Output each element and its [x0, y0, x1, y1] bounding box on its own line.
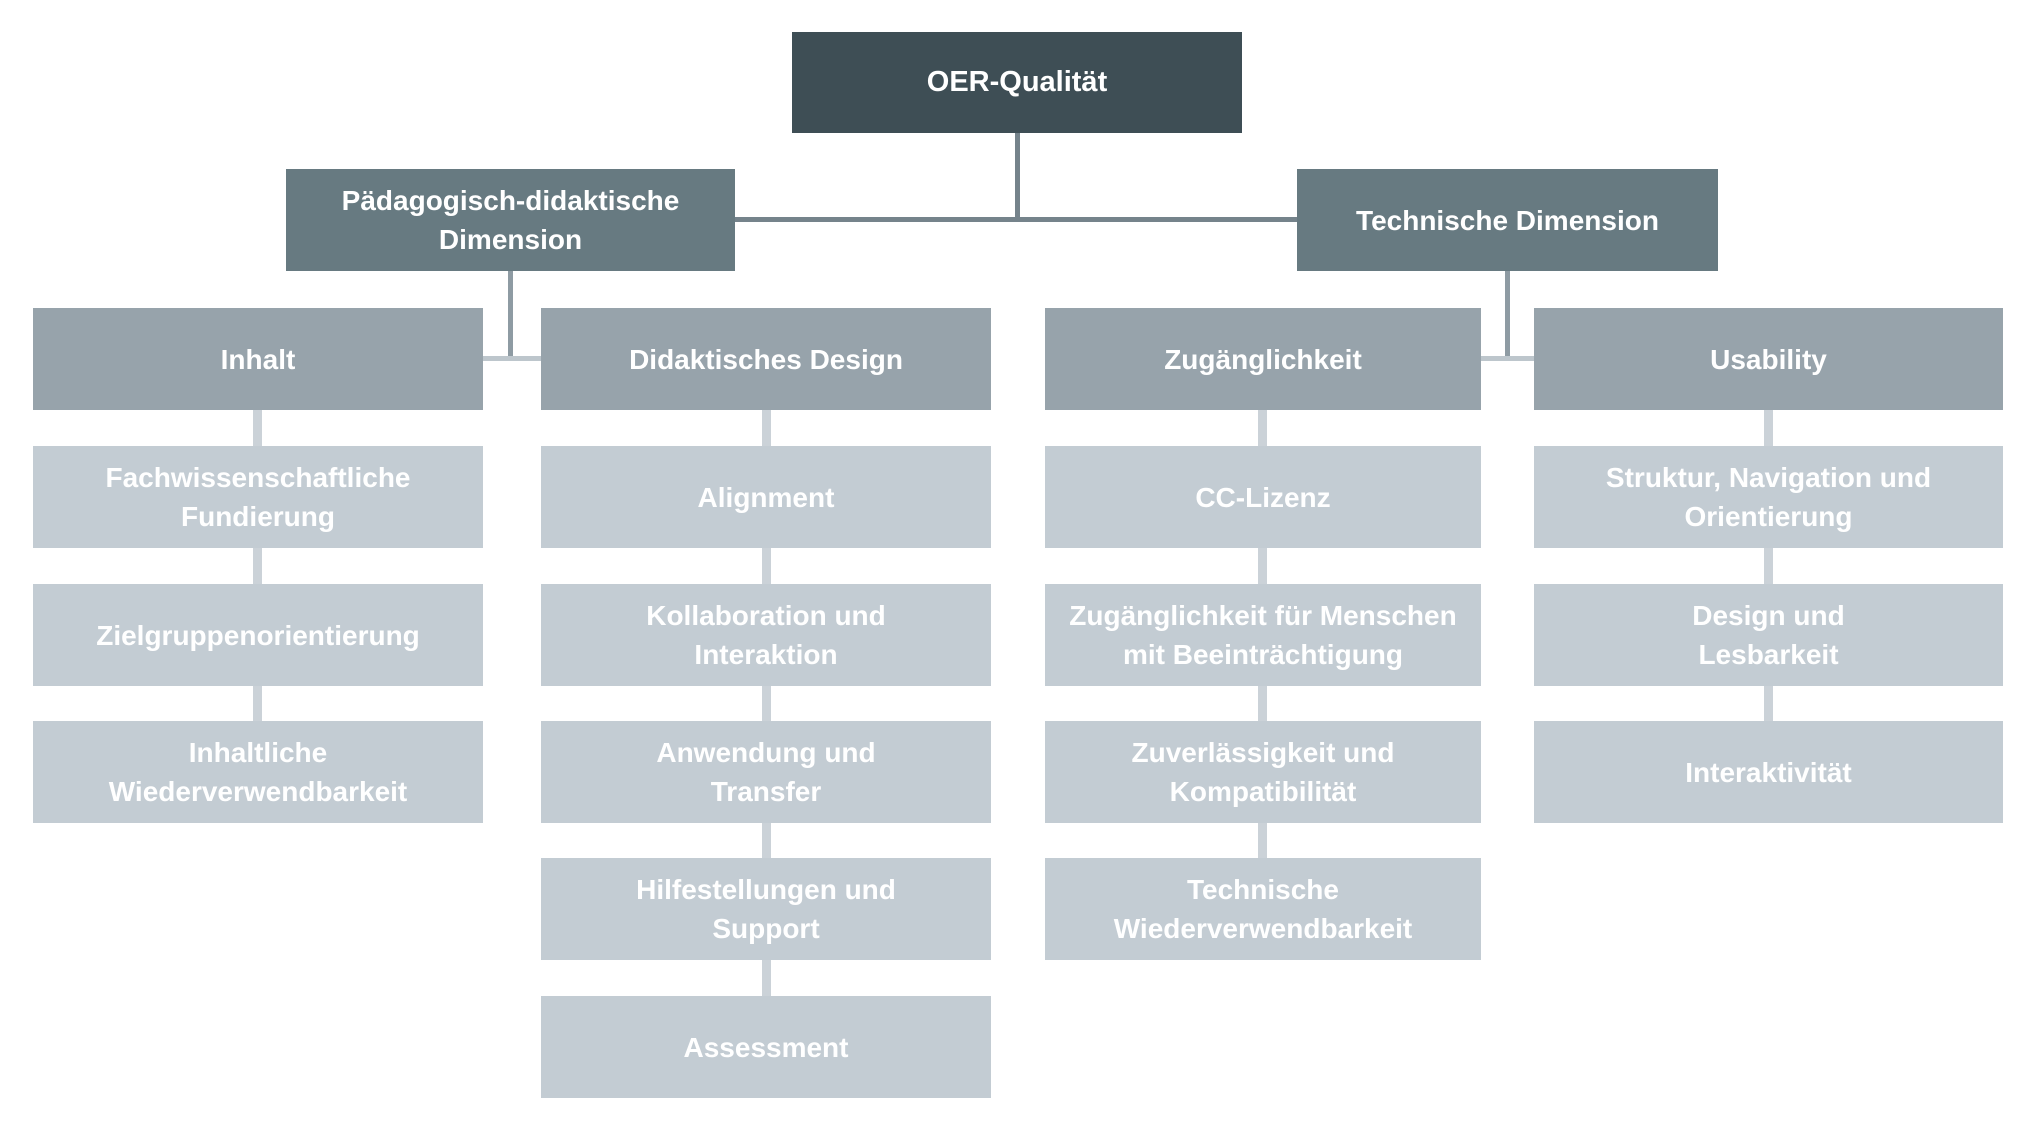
- connector-col0-seg2: [253, 686, 262, 721]
- connector-col0-seg1: [253, 548, 262, 584]
- box-zugaenglichkeit-fuer-menschen-mit-beeintraechtigung: Zugänglichkeit für Menschen mit Beeinträ…: [1045, 584, 1481, 686]
- box-inhaltliche-wiederverwendbarkeit: Inhaltliche Wiederverwendbarkeit: [33, 721, 483, 823]
- connector-col3-seg2: [1764, 686, 1773, 721]
- connector-col3-seg0: [1764, 410, 1773, 446]
- connector-col0-col1-link: [483, 356, 541, 361]
- connector-col1-seg4: [762, 960, 771, 996]
- box-zugaenglichkeit: Zugänglichkeit: [1045, 308, 1481, 410]
- box-assessment: Assessment: [541, 996, 991, 1098]
- connector-dimension1-drop: [508, 271, 513, 361]
- box-technische-wiederverwendbarkeit: Technische Wiederverwendbarkeit: [1045, 858, 1481, 960]
- connector-col2-seg2: [1258, 686, 1267, 721]
- connector-col2-seg1: [1258, 548, 1267, 584]
- connector-dimension2-drop: [1505, 271, 1510, 361]
- connector-col2-seg0: [1258, 410, 1267, 446]
- box-oer-qualitaet: OER-Qualität: [792, 32, 1242, 133]
- connector-root-crossbar: [735, 217, 1297, 222]
- box-alignment: Alignment: [541, 446, 991, 548]
- box-cc-lizenz: CC-Lizenz: [1045, 446, 1481, 548]
- connector-col2-col3-link: [1481, 356, 1534, 361]
- connector-col0-seg0: [253, 410, 262, 446]
- box-didaktisches-design: Didaktisches Design: [541, 308, 991, 410]
- box-design-und-lesbarkeit: Design und Lesbarkeit: [1534, 584, 2003, 686]
- connector-root-drop: [1015, 133, 1020, 222]
- box-paedagogisch-didaktische-dimension: Pädagogisch-didaktische Dimension: [286, 169, 735, 271]
- box-usability: Usability: [1534, 308, 2003, 410]
- connector-col1-seg1: [762, 548, 771, 584]
- connector-col1-seg0: [762, 410, 771, 446]
- box-kollaboration-und-interaktion: Kollaboration und Interaktion: [541, 584, 991, 686]
- box-inhalt: Inhalt: [33, 308, 483, 410]
- connector-col1-seg2: [762, 686, 771, 721]
- box-interaktivitaet: Interaktivität: [1534, 721, 2003, 823]
- box-anwendung-und-transfer: Anwendung und Transfer: [541, 721, 991, 823]
- connector-col2-seg3: [1258, 823, 1267, 858]
- box-zuverlaessigkeit-und-kompatibilitaet: Zuverlässigkeit und Kompatibilität: [1045, 721, 1481, 823]
- box-fachwissenschaftliche-fundierung: Fachwissenschaftliche Fundierung: [33, 446, 483, 548]
- connector-col3-seg1: [1764, 548, 1773, 584]
- box-technische-dimension: Technische Dimension: [1297, 169, 1718, 271]
- connector-col1-seg3: [762, 823, 771, 858]
- box-hilfestellungen-und-support: Hilfestellungen und Support: [541, 858, 991, 960]
- box-zielgruppenorientierung: Zielgruppenorientierung: [33, 584, 483, 686]
- box-struktur-navigation-und-orientierung: Struktur, Navigation und Orientierung: [1534, 446, 2003, 548]
